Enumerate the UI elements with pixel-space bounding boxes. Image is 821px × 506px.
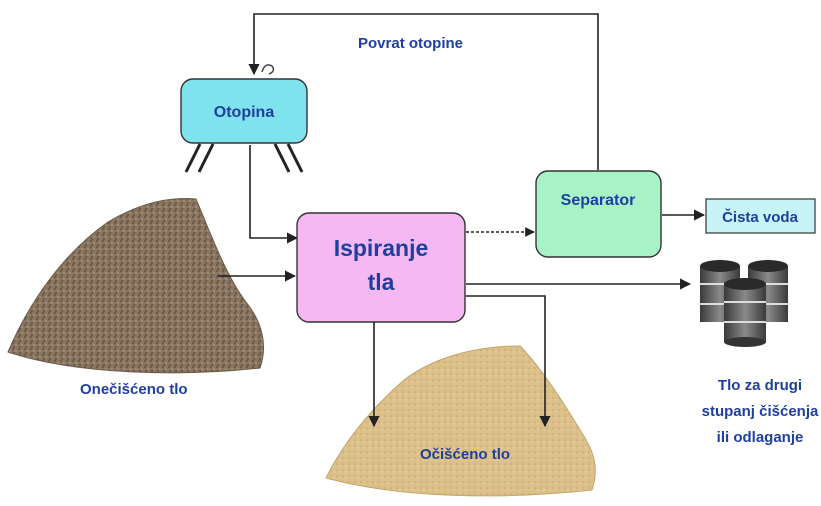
separator-box: Separator xyxy=(535,170,662,258)
cista-voda-label: Čista voda xyxy=(722,208,799,226)
cista-voda-box: Čista voda xyxy=(705,198,816,234)
ispiranje-tla-box: Ispiranje tla xyxy=(296,212,466,323)
tank-cap-icon xyxy=(261,64,275,75)
tlo-label-line1: Tlo za drugi xyxy=(718,377,802,394)
ispiranje-label-line2: tla xyxy=(368,269,395,295)
onecisceno-tlo-pile xyxy=(7,197,264,374)
tlo-label-line2: stupanj čišćenja xyxy=(702,403,819,420)
ispiranje-to-clean-soil-arrow-2 xyxy=(466,295,551,428)
otopina-tank: Otopina xyxy=(180,64,308,173)
otopina-box xyxy=(180,78,308,144)
separator-label: Separator xyxy=(561,192,636,209)
povrat-otopine-label: Povrat otopine xyxy=(358,35,463,52)
otopina-to-ispiranje-arrow xyxy=(249,145,299,244)
ocisceno-tlo-pile xyxy=(325,345,596,497)
return-loop-arrow xyxy=(248,13,599,170)
ocisceno-tlo-label: Očišćeno tlo xyxy=(420,446,510,463)
otopina-label: Otopina xyxy=(214,104,275,121)
barrels-icon xyxy=(700,260,788,347)
tlo-label-line3: ili odlaganje xyxy=(717,429,804,446)
onecisceno-tlo-label: Onečišćeno tlo xyxy=(80,381,188,398)
ispiranje-label-line1: Ispiranje xyxy=(334,235,429,261)
